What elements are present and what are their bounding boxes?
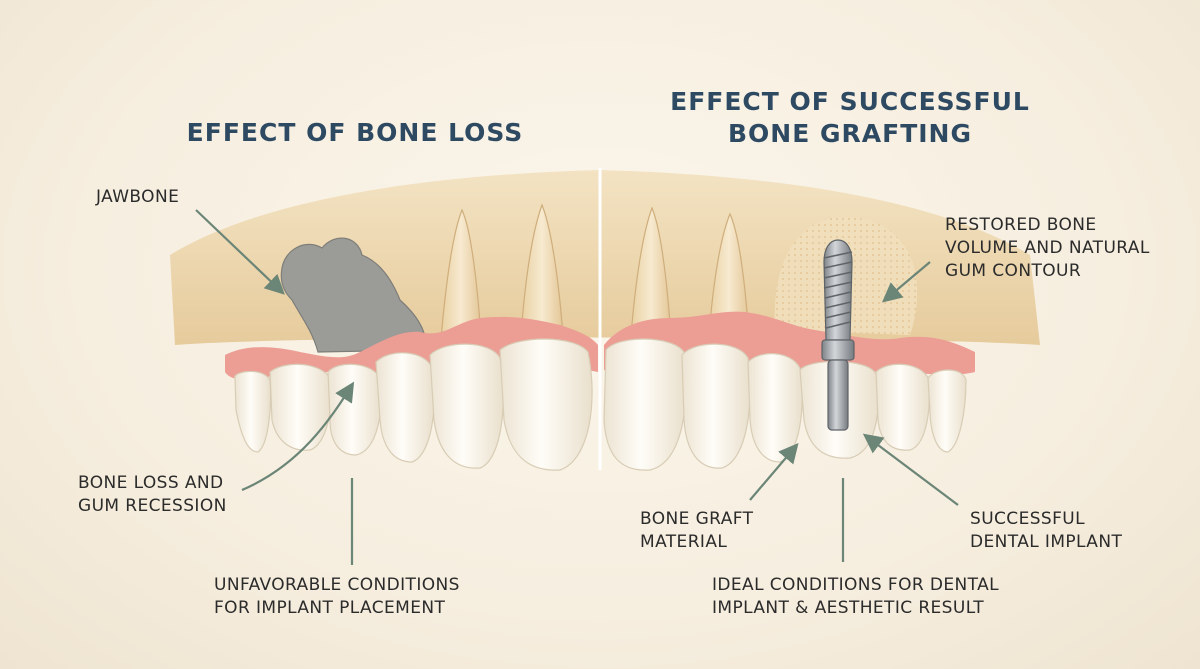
label-bone-loss: BONE LOSS AND GUM RECESSION [78, 472, 227, 518]
tooth-left-1 [234, 370, 272, 453]
label-restored-line3: GUM CONTOUR [945, 261, 1082, 281]
label-bone-graft-line1: BONE GRAFT [640, 509, 754, 529]
tooth-right-5 [875, 363, 930, 451]
label-bone-graft-line2: MATERIAL [640, 532, 728, 552]
tooth-right-2 [681, 343, 751, 469]
label-ideal-line2: IMPLANT & AESTHETIC RESULT [712, 598, 985, 618]
tooth-left-4 [375, 352, 435, 463]
title-bone-loss: EFFECT OF BONE LOSS [186, 118, 524, 147]
tooth-left-2 [269, 363, 332, 451]
label-restored-line1: RESTORED BONE [945, 215, 1097, 235]
root-left-2 [519, 203, 565, 351]
tooth-right-3 [747, 353, 803, 463]
title-bone-grafting-line2: BONE GRAFTING [727, 119, 972, 148]
label-implant-line2: DENTAL IMPLANT [970, 532, 1123, 552]
label-bone-loss-line2: GUM RECESSION [78, 496, 227, 516]
tooth-left-6 [499, 338, 593, 471]
label-bone-loss-line1: BONE LOSS AND [78, 473, 224, 493]
label-bone-graft: BONE GRAFT MATERIAL [640, 508, 753, 554]
label-restored: RESTORED BONE VOLUME AND NATURAL GUM CON… [945, 214, 1150, 283]
label-ideal: IDEAL CONDITIONS FOR DENTAL IMPLANT & AE… [712, 574, 999, 620]
title-bone-grafting: EFFECT OF SUCCESSFUL BONE GRAFTING [640, 86, 1060, 150]
label-unfavorable-line2: FOR IMPLANT PLACEMENT [214, 598, 446, 618]
label-implant-line1: SUCCESSFUL [970, 509, 1085, 529]
tooth-left-5 [429, 343, 504, 469]
tooth-right-6 [927, 369, 967, 453]
arrow-implant [862, 433, 959, 506]
bone-defect [280, 237, 427, 353]
tooth-right-1 [603, 338, 687, 471]
root-left-1 [439, 208, 483, 351]
dental-implant [821, 239, 855, 431]
label-jawbone-text: JAWBONE [96, 187, 180, 207]
label-ideal-line1: IDEAL CONDITIONS FOR DENTAL [712, 575, 1000, 595]
label-restored-line2: VOLUME AND NATURAL [945, 238, 1150, 258]
label-jawbone: JAWBONE [96, 186, 179, 209]
arrow-restored [881, 261, 931, 303]
label-unfavorable: UNFAVORABLE CONDITIONS FOR IMPLANT PLACE… [214, 574, 460, 620]
arrow-bone-loss [241, 381, 355, 492]
label-unfavorable-line1: UNFAVORABLE CONDITIONS [214, 575, 460, 595]
root-right-1 [629, 206, 673, 351]
title-bone-grafting-line1: EFFECT OF SUCCESSFUL [670, 87, 1030, 116]
arrow-jawbone [195, 209, 285, 295]
label-implant: SUCCESSFUL DENTAL IMPLANT [970, 508, 1122, 554]
arrow-graft [749, 442, 799, 501]
